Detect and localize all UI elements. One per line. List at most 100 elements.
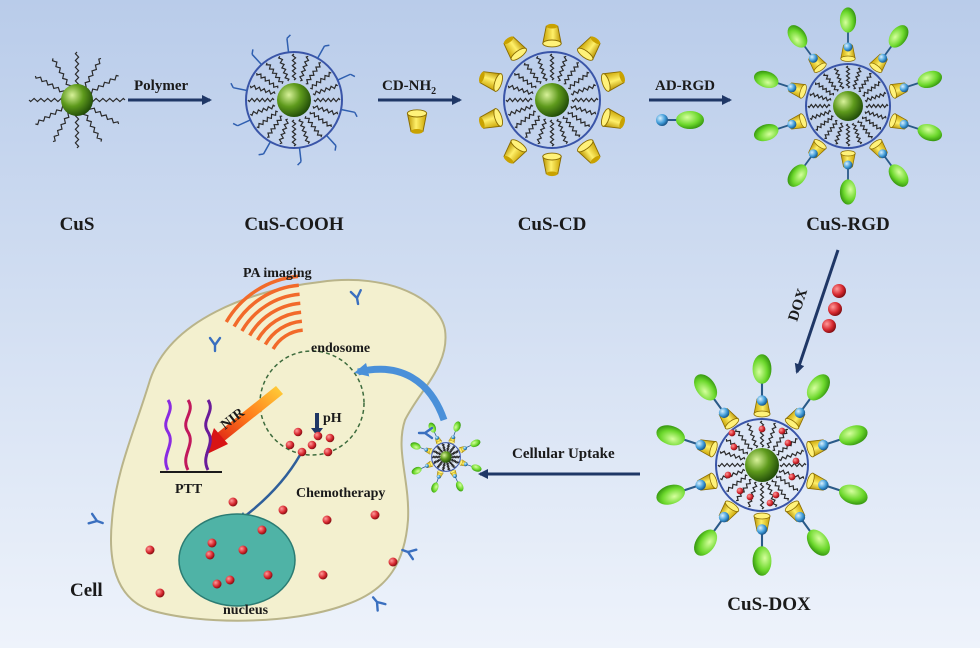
cus-core bbox=[440, 451, 452, 463]
dox-molecule bbox=[322, 515, 332, 525]
polymer-chain bbox=[862, 81, 881, 97]
polymer-chain bbox=[449, 445, 456, 454]
polymer-chain bbox=[74, 51, 80, 87]
polymer-shell bbox=[715, 418, 809, 512]
rgd-peptide bbox=[888, 25, 909, 48]
rgd-peptide bbox=[753, 70, 779, 89]
dox-molecule bbox=[293, 427, 303, 437]
nir-arrow-head bbox=[205, 428, 228, 455]
cooh-tip bbox=[230, 82, 234, 89]
dox-molecule bbox=[325, 433, 335, 443]
dox-molecule bbox=[278, 505, 288, 515]
polymer-chain bbox=[514, 72, 537, 89]
rgd-peptide bbox=[694, 374, 718, 401]
polymer-chain bbox=[570, 83, 597, 96]
polymer-chain bbox=[772, 428, 788, 451]
rgd-peptide bbox=[753, 123, 779, 142]
polymer-chain bbox=[824, 120, 838, 139]
adamantane-ball bbox=[787, 119, 797, 129]
particle-cus bbox=[28, 51, 126, 149]
cooh-tip bbox=[258, 153, 264, 156]
polymer-chain bbox=[717, 462, 745, 468]
cooh-group bbox=[316, 45, 326, 59]
polymer-chain bbox=[451, 455, 461, 459]
cus-core bbox=[535, 83, 569, 117]
dox-molecule bbox=[730, 443, 738, 451]
pa-wave bbox=[232, 283, 299, 328]
dox-molecule bbox=[746, 493, 754, 501]
polymer-chain bbox=[298, 118, 311, 145]
cooh-tip bbox=[354, 111, 358, 118]
adamantane-ball bbox=[463, 462, 468, 467]
rgd-peptide bbox=[752, 546, 772, 576]
polymer-chain bbox=[256, 110, 278, 129]
cooh-tip bbox=[251, 49, 254, 55]
receptor-icon bbox=[401, 548, 418, 561]
rgd-peptide bbox=[470, 439, 481, 448]
polymer-chain bbox=[256, 72, 279, 89]
adamantane-ball bbox=[843, 160, 853, 170]
rgd-peptide bbox=[806, 374, 830, 401]
polymer-chain bbox=[445, 442, 451, 452]
polymer-chain bbox=[864, 91, 887, 103]
dox-molecule bbox=[263, 570, 273, 580]
polymer-chain bbox=[291, 53, 297, 81]
rgd-peptide bbox=[694, 529, 718, 556]
cus-core bbox=[61, 84, 93, 116]
polymer-chain bbox=[52, 111, 71, 143]
cyclodextrin-cone bbox=[542, 152, 562, 177]
polymer-chain bbox=[88, 106, 120, 125]
chemotherapy-arrow bbox=[239, 454, 302, 521]
dox-molecule bbox=[155, 588, 165, 598]
label-cus: CuS bbox=[60, 214, 95, 235]
cd-nh2-reagent bbox=[406, 109, 428, 134]
adamantane-ball bbox=[436, 474, 441, 479]
polymer-chain bbox=[809, 109, 832, 121]
adamantane-ball bbox=[435, 436, 440, 440]
polymer-chain bbox=[35, 105, 66, 126]
polymer-chain bbox=[291, 119, 297, 147]
adamantane-ball bbox=[808, 149, 818, 159]
ph-label: pH bbox=[323, 411, 342, 426]
cell-label: Cell bbox=[70, 580, 103, 601]
rgd-peptide bbox=[410, 442, 421, 450]
cus-core bbox=[277, 83, 311, 117]
adamantane-ball bbox=[899, 119, 909, 129]
label-cus-dox: CuS-DOX bbox=[727, 594, 811, 615]
polymer-chain bbox=[852, 67, 862, 90]
polymer-chain bbox=[309, 111, 332, 128]
dox-molecule bbox=[828, 302, 842, 316]
polymer-chain bbox=[563, 62, 580, 85]
polymer-chain bbox=[807, 103, 831, 109]
particle-cus-cooh bbox=[230, 34, 358, 166]
adamantane-ball bbox=[843, 42, 853, 52]
dox-molecule bbox=[724, 471, 732, 479]
chemotherapy-label: Chemotherapy bbox=[296, 486, 385, 501]
polymer-chain bbox=[441, 462, 447, 472]
particle-cus-dox bbox=[656, 354, 868, 576]
polymer-chain bbox=[865, 103, 889, 109]
polymer-chain bbox=[809, 92, 832, 102]
pa-wave bbox=[255, 310, 302, 341]
polymer-chain bbox=[746, 422, 759, 449]
polymer-chain bbox=[441, 443, 447, 452]
adamantane-ball bbox=[425, 463, 429, 468]
rgd-peptide bbox=[839, 7, 857, 33]
dox-molecule bbox=[313, 431, 323, 441]
dox-molecule bbox=[792, 457, 800, 465]
polymer-chain bbox=[851, 122, 863, 145]
adamantane-ball bbox=[695, 439, 706, 451]
pa-wave bbox=[271, 328, 303, 350]
adamantane-ball bbox=[794, 407, 806, 419]
polymer-chain bbox=[778, 449, 805, 462]
adamantane-ball bbox=[878, 53, 888, 63]
dox-molecule bbox=[758, 425, 766, 433]
cyclodextrin-cone bbox=[503, 36, 527, 61]
polymer-chain bbox=[523, 62, 542, 84]
cyclodextrin-cone bbox=[406, 109, 428, 134]
adamantane-ball bbox=[756, 524, 768, 535]
receptor-icon bbox=[208, 336, 222, 353]
rgd-peptide bbox=[787, 25, 808, 48]
cyclodextrin-cone bbox=[577, 36, 601, 61]
polymer-chain bbox=[249, 104, 276, 117]
